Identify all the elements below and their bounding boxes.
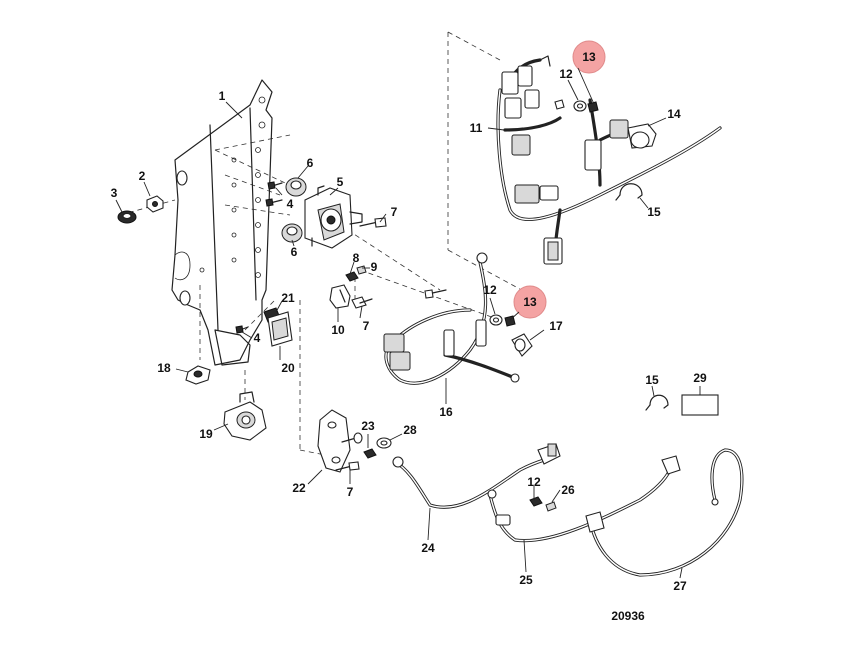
callout-24: 24 xyxy=(421,541,435,555)
callout-15-lower: 15 xyxy=(645,373,659,387)
callout-22: 22 xyxy=(292,481,306,495)
cable-25 xyxy=(487,455,681,543)
callout-27: 27 xyxy=(673,579,687,593)
callout-labels: 1 2 3 4 4 5 6 6 7 7 7 8 9 10 11 12 12 12… xyxy=(111,67,707,593)
cable-24 xyxy=(392,443,561,509)
nut-18 xyxy=(185,365,211,385)
main-harness-11 xyxy=(496,55,722,265)
callout-6-upper: 6 xyxy=(307,156,314,170)
screws-on-bracket xyxy=(235,181,283,334)
harness-holder xyxy=(263,307,293,347)
callout-12-middle: 12 xyxy=(483,283,497,297)
callout-20: 20 xyxy=(281,361,295,375)
callout-1: 1 xyxy=(219,89,226,103)
figure-number: 20936 xyxy=(611,609,645,623)
callout-19: 19 xyxy=(199,427,213,441)
callout-3: 3 xyxy=(111,186,118,200)
callout-7-upper: 7 xyxy=(391,205,398,219)
callout-14: 14 xyxy=(667,107,681,121)
harness-16 xyxy=(383,252,520,385)
nut-washer-left xyxy=(117,195,164,224)
cap-17 xyxy=(511,333,533,357)
callout-16: 16 xyxy=(439,405,453,419)
callout-7-lower: 7 xyxy=(347,485,354,499)
callout-21: 21 xyxy=(281,291,295,305)
clamp-15-upper xyxy=(615,183,643,201)
kit-29 xyxy=(645,394,719,416)
grommets xyxy=(281,177,307,243)
hardware-8-9-10 xyxy=(329,265,373,309)
callout-17: 17 xyxy=(549,319,563,333)
callout-9: 9 xyxy=(371,260,378,274)
mounting-bracket xyxy=(171,79,273,366)
callout-26: 26 xyxy=(561,483,575,497)
washer-12-mid xyxy=(489,314,516,327)
callout-4-upper: 4 xyxy=(287,197,294,211)
stud-bracket-22 xyxy=(317,409,363,473)
callout-23: 23 xyxy=(361,419,375,433)
callout-2: 2 xyxy=(139,169,146,183)
callout-13-middle-label: 13 xyxy=(523,295,537,309)
callout-12-lower: 12 xyxy=(527,475,541,489)
nut-23-washer-28 xyxy=(363,437,392,459)
callout-25: 25 xyxy=(519,573,533,587)
starter-solenoid xyxy=(304,185,363,249)
nut-12-lower-26 xyxy=(529,496,557,512)
bolt-7-lower xyxy=(335,461,360,471)
callout-11: 11 xyxy=(470,121,483,135)
bolt-short-mid xyxy=(424,289,447,299)
callout-8: 8 xyxy=(353,251,360,265)
callout-18: 18 xyxy=(157,361,171,375)
callout-5: 5 xyxy=(337,175,344,189)
callout-13-upper-label: 13 xyxy=(582,50,596,64)
callout-15-upper: 15 xyxy=(647,205,661,219)
highlighted-callout-13-middle[interactable]: 13 xyxy=(513,285,547,319)
washer-12-upper xyxy=(573,100,599,113)
cable-clamp-19 xyxy=(223,391,267,441)
highlighted-callout-13-upper[interactable]: 13 xyxy=(572,40,606,74)
callout-4-lower: 4 xyxy=(254,331,261,345)
callout-10: 10 xyxy=(331,323,345,337)
callout-12-upper: 12 xyxy=(559,67,573,81)
bolt-7-upper xyxy=(359,217,387,228)
callout-6-lower: 6 xyxy=(291,245,298,259)
callout-28: 28 xyxy=(403,423,417,437)
cable-27 xyxy=(585,448,744,577)
callout-7-middle: 7 xyxy=(363,319,370,333)
callout-29: 29 xyxy=(693,371,707,385)
leader-lines xyxy=(115,79,701,579)
